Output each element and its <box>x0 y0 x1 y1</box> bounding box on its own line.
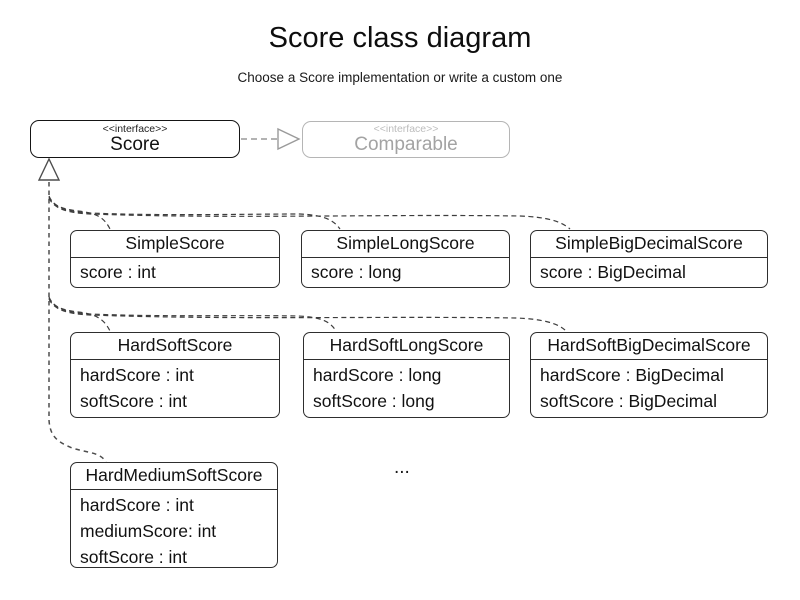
hardsoftlongscore-connector <box>48 297 337 332</box>
class-box-hardsoftbigdecimalscore: HardSoftBigDecimalScore hardScore : BigD… <box>530 332 768 418</box>
comparable-arrowhead-icon <box>277 127 301 151</box>
class-attributes: score : int <box>71 258 279 285</box>
score-realization-arrowhead-icon <box>37 157 61 181</box>
class-name: SimpleLongScore <box>302 231 509 258</box>
class-attributes: hardScore : int mediumScore: int softSco… <box>71 490 277 567</box>
page-subtitle: Choose a Score implementation or write a… <box>237 70 563 85</box>
class-attribute: mediumScore: int <box>80 521 217 541</box>
class-name: HardMediumSoftScore <box>71 463 277 490</box>
class-box-simplebigdecimalscore: SimpleBigDecimalScore score : BigDecimal <box>530 230 768 288</box>
class-attributes: hardScore : int softScore : int <box>71 360 279 414</box>
score-interface-box: <<interface>> Score <box>30 120 240 158</box>
class-attribute: hardScore : int <box>80 495 194 515</box>
class-attributes: score : BigDecimal <box>531 258 767 285</box>
class-attribute: score : BigDecimal <box>540 262 686 282</box>
class-attributes: hardScore : BigDecimal softScore : BigDe… <box>531 360 767 414</box>
score-interface-name: Score <box>110 133 160 155</box>
hardsoftbigdecimalscore-connector <box>48 298 567 332</box>
class-box-hardsoftscore: HardSoftScore hardScore : int softScore … <box>70 332 280 418</box>
class-box-hardsoftlongscore: HardSoftLongScore hardScore : long softS… <box>303 332 510 418</box>
class-attributes: hardScore : long softScore : long <box>304 360 509 414</box>
comparable-interface-name: Comparable <box>354 134 458 156</box>
class-attribute: hardScore : long <box>313 365 442 385</box>
class-box-hardmediumsoftscore: HardMediumSoftScore hardScore : int medi… <box>70 462 278 568</box>
class-name: HardSoftLongScore <box>304 333 509 360</box>
class-attribute: hardScore : BigDecimal <box>540 365 724 385</box>
comparable-interface-box: <<interface>> Comparable <box>302 121 510 158</box>
simplebigdecimalscore-connector <box>48 197 571 230</box>
class-attribute: softScore : BigDecimal <box>540 391 718 411</box>
simplescore-connector <box>48 195 111 230</box>
class-attribute: hardScore : int <box>80 365 194 385</box>
class-attribute: softScore : int <box>80 547 187 567</box>
hardsoftscore-connector <box>48 296 111 332</box>
class-name: SimpleBigDecimalScore <box>531 231 767 258</box>
class-box-simplescore: SimpleScore score : int <box>70 230 280 288</box>
class-name: HardSoftBigDecimalScore <box>531 333 767 360</box>
class-name: SimpleScore <box>71 231 279 258</box>
more-implementations-ellipsis: ... <box>394 457 410 478</box>
class-attribute: softScore : long <box>313 391 435 411</box>
class-attribute: softScore : int <box>80 391 187 411</box>
page-title: Score class diagram <box>268 22 532 54</box>
comparable-stereotype: <<interface>> <box>373 123 439 136</box>
class-attribute: score : long <box>311 262 402 282</box>
realization-trunk-connector <box>48 182 107 463</box>
class-box-simplelongscore: SimpleLongScore score : long <box>301 230 510 288</box>
class-attribute: score : int <box>80 262 156 282</box>
score-stereotype: <<interface>> <box>102 122 168 135</box>
simplelongscore-connector <box>48 196 341 230</box>
class-name: HardSoftScore <box>71 333 279 360</box>
class-attributes: score : long <box>302 258 509 285</box>
